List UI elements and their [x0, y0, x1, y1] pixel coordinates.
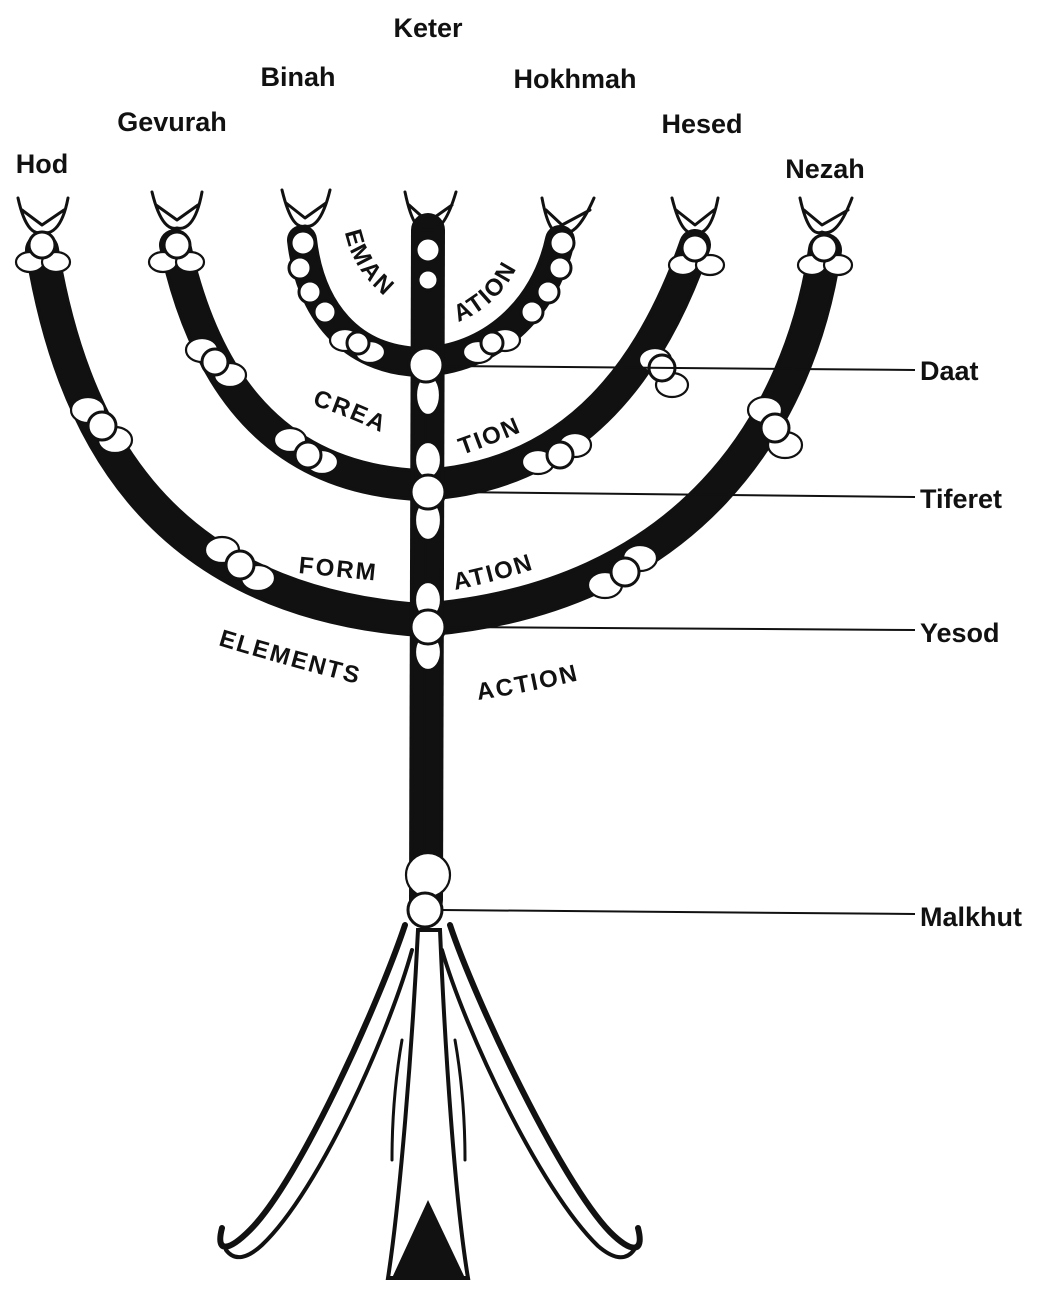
knop [669, 235, 724, 275]
leader-lines [442, 366, 915, 914]
menorah-shaft [424, 230, 428, 900]
tiferet-knop [411, 442, 445, 540]
knop [330, 329, 385, 363]
label-gevurah: Gevurah [117, 107, 227, 137]
label-keter: Keter [393, 13, 463, 43]
knop [274, 428, 338, 474]
label-yesod: Yesod [920, 618, 1000, 648]
knop [186, 338, 246, 387]
knop [798, 235, 852, 275]
knop [149, 232, 204, 272]
label-nezah: Nezah [785, 154, 865, 184]
world-action-left: ELEMENTS [216, 625, 364, 690]
label-hokhmah: Hokhmah [513, 64, 636, 94]
label-daat: Daat [920, 356, 979, 386]
knop [16, 232, 70, 272]
world-creation-left: CREA [310, 385, 391, 439]
menorah-base [220, 925, 639, 1278]
yesod-knop [411, 582, 445, 670]
label-binah: Binah [260, 62, 335, 92]
knop [463, 329, 520, 363]
label-hod: Hod [16, 149, 68, 179]
label-tiferet: Tiferet [920, 484, 1002, 514]
label-hesed: Hesed [661, 109, 742, 139]
label-malkhut: Malkhut [920, 902, 1022, 932]
world-action-right: ACTION [475, 659, 582, 706]
world-emanation-left: EMAN [339, 226, 400, 302]
world-formation-left: FORM [298, 552, 379, 587]
malkhut-knop [406, 853, 450, 927]
